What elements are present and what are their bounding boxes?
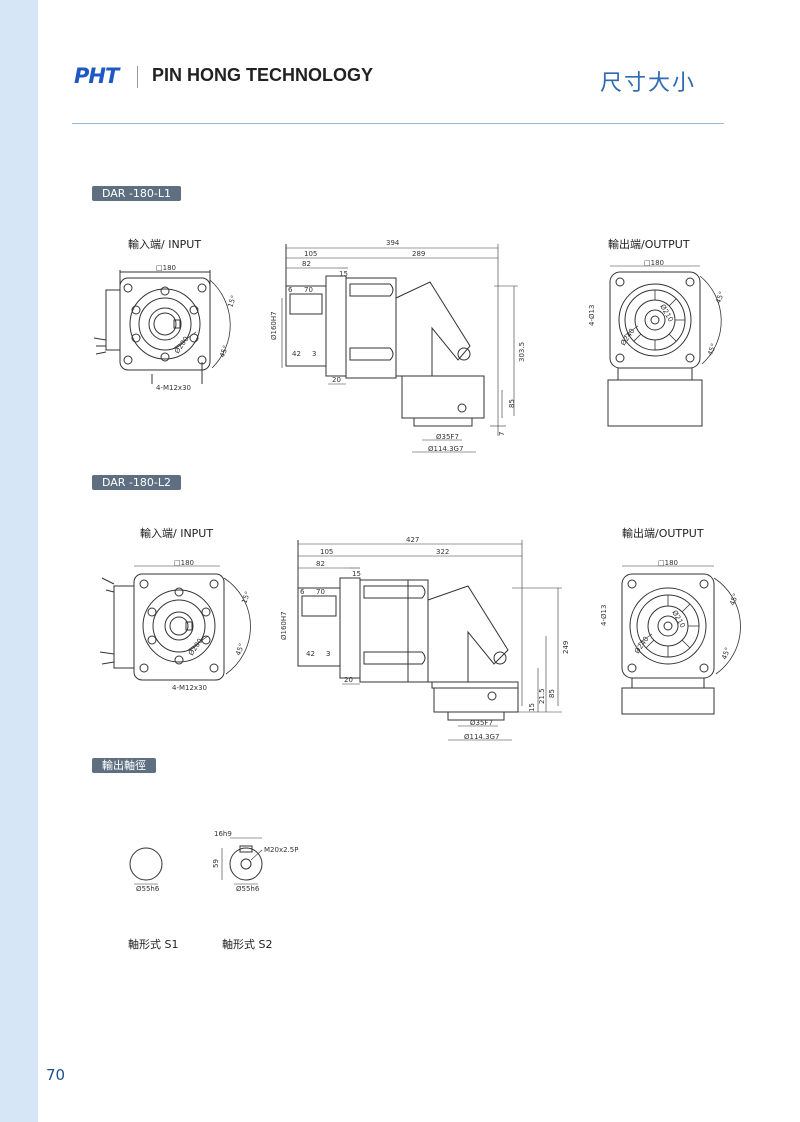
dim-82: 82	[302, 260, 311, 268]
dim-height: 249	[562, 641, 570, 654]
dim-angle2: 45°	[218, 344, 230, 358]
dim-7: 7	[498, 432, 506, 436]
company-logo: PHT	[74, 64, 119, 88]
header-separator	[137, 66, 138, 88]
dim-angle1: 45°	[714, 290, 726, 304]
dim-15: 15	[352, 570, 361, 578]
dim-21-5: 21.5	[538, 688, 546, 704]
dim-3: 3	[312, 350, 316, 358]
dim-bolt: 4-M12x30	[172, 684, 207, 692]
s2-key-width: 16h9	[214, 830, 232, 838]
page-number: 70	[46, 1066, 66, 1084]
page-title: 尺寸大小	[600, 71, 697, 96]
dim-square: □180	[658, 559, 678, 567]
output-view-l2: □180 4-Ø13 Ø240 Ø210 45° 45°	[600, 559, 752, 720]
shaft-s1-caption: 軸形式 S1	[128, 938, 179, 951]
dim-shaft: Ø35F7	[436, 433, 459, 441]
dim-shaft: Ø35F7	[470, 719, 493, 727]
dim-105: 105	[304, 250, 317, 258]
dim-shaft: Ø210	[658, 303, 674, 323]
shaft-section-tag: 輸出軸徑	[92, 758, 156, 773]
dim-20: 20	[332, 376, 341, 384]
dim-holes: 4-Ø13	[600, 605, 608, 626]
dim-overall: 394	[386, 239, 400, 247]
header-rule	[72, 123, 724, 124]
s2-key-height: 59	[212, 859, 220, 868]
dim-pcd: Ø200	[173, 335, 190, 355]
dim-6: 6	[300, 588, 305, 596]
dim-15: 15	[339, 270, 348, 278]
side-view-l2: 427 105 322 82 15 6 70 42 3 20 Ø160H7 24…	[280, 536, 570, 741]
dim-289: 289	[412, 250, 425, 258]
dim-angle2: 45°	[706, 342, 718, 356]
dim-82: 82	[316, 560, 325, 568]
dim-322: 322	[436, 548, 449, 556]
dim-pcd: Ø240	[633, 635, 650, 655]
dim-42: 42	[292, 350, 301, 358]
dim-bolt: 4-M12x30	[156, 384, 191, 392]
dim-angle1: 15°	[226, 294, 238, 308]
page-sidebar-band	[0, 0, 38, 1122]
dim-85: 85	[508, 399, 516, 408]
dim-bore: Ø160H7	[280, 611, 288, 640]
dim-angle1: 45°	[728, 592, 740, 606]
dim-square: □180	[644, 259, 664, 267]
dim-pilot: Ø114.3G7	[428, 445, 463, 453]
input-label-l2: 輸入端/ INPUT	[140, 527, 214, 540]
dim-angle1: 15°	[240, 590, 252, 604]
dim-70: 70	[304, 286, 313, 294]
input-view-l2: □180 4-M12x30 Ø200 15° 45°	[92, 559, 252, 692]
input-view-l1: □180 4-M12x30 Ø200 15° 45°	[92, 264, 238, 392]
output-view-l1: □180 4-Ø13 Ø240 Ø210 45° 45°	[588, 259, 726, 432]
dim-angle2: 45°	[234, 642, 246, 656]
dim-height: 303.5	[518, 342, 526, 362]
company-name: PIN HONG TECHNOLOGY	[152, 65, 374, 85]
dim-bore: Ø160H7	[270, 311, 278, 340]
dim-70: 70	[316, 588, 325, 596]
output-label-l1: 輸出端/OUTPUT	[608, 238, 690, 251]
dim-angle2: 45°	[720, 646, 732, 660]
s2-diameter: Ø55h6	[236, 885, 260, 893]
dim-square: □180	[156, 264, 176, 272]
dim-42: 42	[306, 650, 315, 658]
shaft-drawings: Ø55h6 Ø55h6 16h9 59 M20x2.5P	[120, 830, 298, 893]
model-tag-l2: DAR -180-L2	[92, 475, 182, 490]
s1-diameter: Ø55h6	[136, 885, 160, 893]
dim-105: 105	[320, 548, 333, 556]
side-view-l1: 394 105 289 82 15 6 70 42 3 20 Ø160H7 30…	[270, 239, 526, 453]
output-label-l2: 輸出端/OUTPUT	[622, 527, 704, 540]
input-label-l1: 輸入端/ INPUT	[128, 238, 202, 251]
dim-6: 6	[288, 286, 293, 294]
dim-85: 85	[548, 689, 556, 698]
dim-shaft: Ø210	[670, 609, 686, 629]
model-tag-l1: DAR -180-L1	[92, 186, 182, 201]
dim-20: 20	[344, 676, 353, 684]
dim-15b: 15	[528, 703, 536, 712]
shaft-s2-caption: 軸形式 S2	[222, 938, 273, 951]
s2-thread: M20x2.5P	[264, 846, 298, 854]
dim-overall: 427	[406, 536, 419, 544]
dim-pilot: Ø114.3G7	[464, 733, 499, 741]
dim-holes: 4-Ø13	[588, 305, 596, 326]
dim-square: □180	[174, 559, 194, 567]
dim-3: 3	[326, 650, 330, 658]
